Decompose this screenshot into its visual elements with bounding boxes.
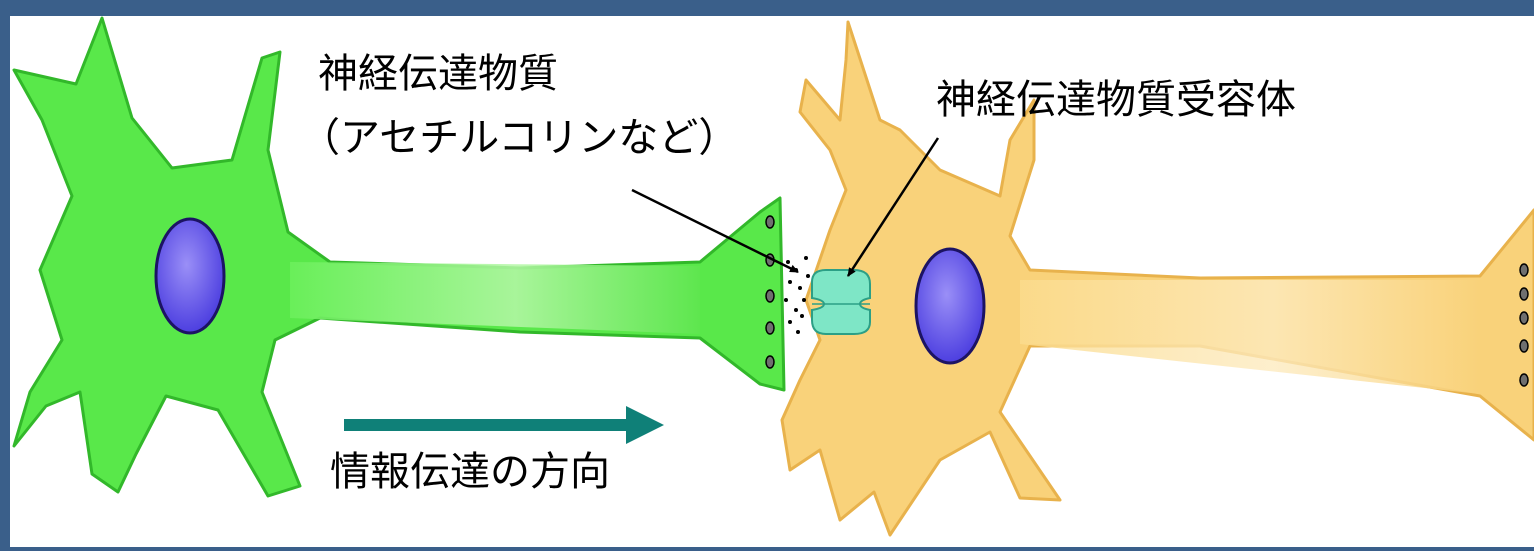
postsynaptic-nucleus <box>916 249 984 363</box>
neurotransmitter-label: 神経伝達物質 <box>318 48 558 100</box>
presynaptic-nucleus <box>156 219 224 333</box>
receptor-label: 神経伝達物質受容体 <box>936 74 1296 126</box>
neurotransmitter-example-label: （アセチルコリンなど） <box>300 112 738 164</box>
direction-label: 情報伝達の方向 <box>330 446 610 498</box>
